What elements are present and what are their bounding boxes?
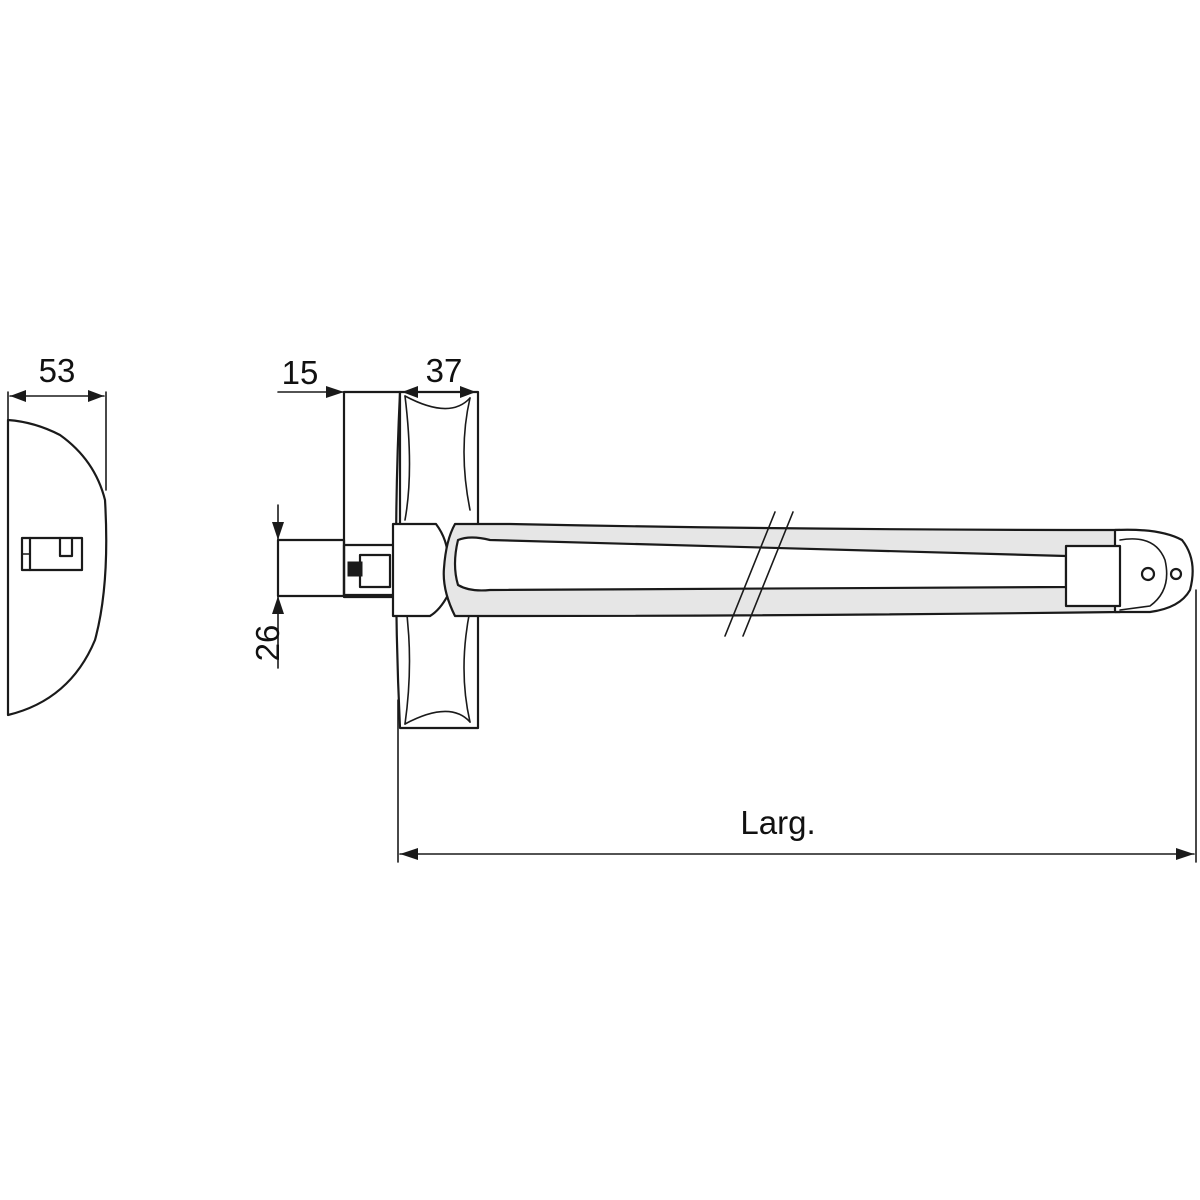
dim-15-label: 15 [282, 354, 319, 391]
dim-26-label: 26 [249, 625, 286, 662]
dim-37: 37 [401, 352, 477, 398]
dim-26-arrow-top [272, 522, 284, 540]
dim-15-arrow [326, 386, 344, 398]
dim-width-arrow-right [1176, 848, 1194, 860]
dim-53-label: 53 [39, 352, 76, 389]
end-hole-2 [1169, 567, 1183, 581]
dim-53-arrow-left [10, 390, 26, 402]
lever-groove [453, 536, 1068, 592]
dim-width-label: Larg. [740, 804, 815, 841]
dim-26: 26 [249, 504, 286, 669]
side-view: 53 [6, 352, 108, 717]
lever-end-insert [1064, 544, 1122, 608]
dim-37-label: 37 [426, 352, 463, 389]
dim-26-arrow-bottom [272, 596, 284, 614]
spindle-pin [342, 543, 398, 597]
front-view [276, 390, 1194, 730]
dim-53-arrow-right [88, 390, 104, 402]
end-cap-profile [6, 418, 108, 717]
break-marks [724, 511, 794, 637]
end-hole-1 [1140, 566, 1156, 582]
spindle-housing [342, 390, 402, 599]
dim-37-arrow-left [402, 386, 418, 398]
dim-width-arrow-left [400, 848, 418, 860]
dim-15: 15 [277, 354, 345, 398]
dim-37-arrow-right [460, 386, 476, 398]
handle-collar [391, 522, 450, 618]
spindle-block [276, 538, 346, 598]
dim-width: Larg. [397, 589, 1197, 863]
end-cap-slot [28, 536, 74, 572]
lever-end-ring [1119, 538, 1168, 611]
